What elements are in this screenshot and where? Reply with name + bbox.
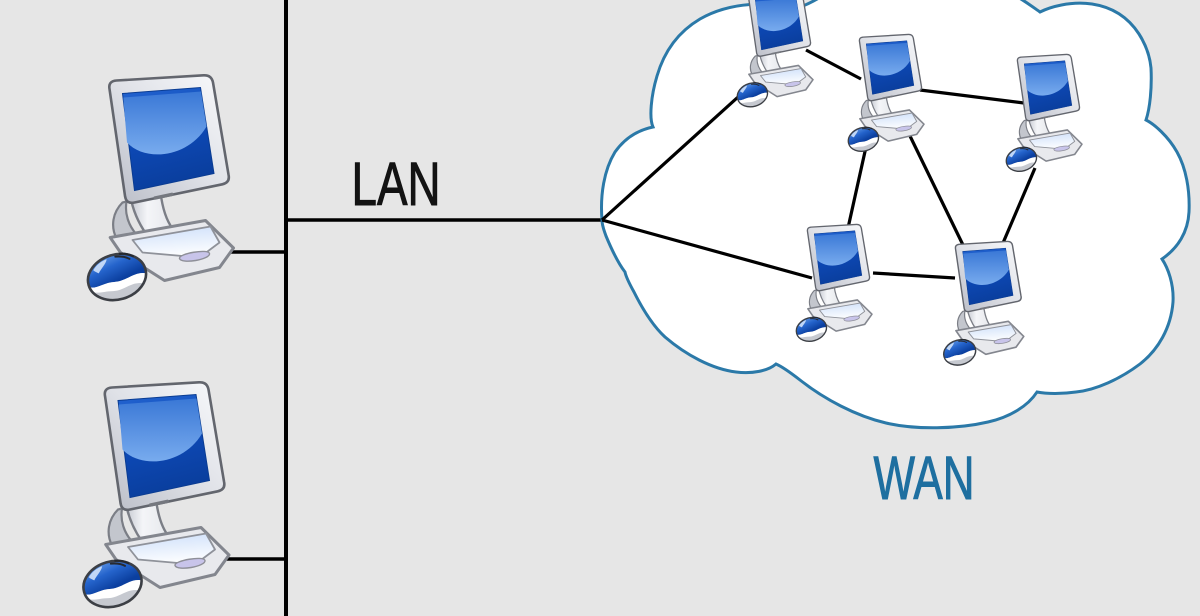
svg-text:WAN: WAN <box>874 444 975 512</box>
svg-text:LAN: LAN <box>352 150 441 218</box>
